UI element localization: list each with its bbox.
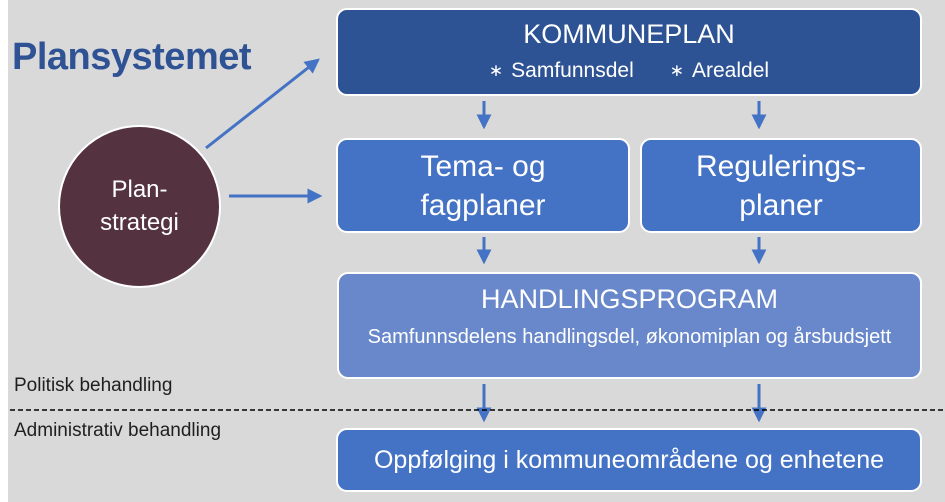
kommuneplan-item-label: Samfunnsdel <box>511 59 634 82</box>
kommuneplan-box: KOMMUNEPLAN ∗ Samfunnsdel ∗ Arealdel <box>336 8 922 96</box>
reguleringsplaner-box: Regulerings- planer <box>640 138 922 233</box>
oppfolging-label: Oppfølging i kommuneområdene og enhetene <box>373 445 885 474</box>
kommuneplan-item-label: Arealdel <box>692 59 770 82</box>
administrativ-behandling-label: Administrativ behandling <box>14 420 222 441</box>
oppfolging-box: Oppfølging i kommuneområdene og enhetene <box>336 428 922 492</box>
kommuneplan-title: KOMMUNEPLAN <box>523 19 735 49</box>
kommuneplan-items: ∗ Samfunnsdel ∗ Arealdel <box>489 59 769 83</box>
kommuneplan-item-arealdel: ∗ Arealdel <box>670 59 769 83</box>
tema-fagplaner-label-line1: Tema- og <box>420 149 546 183</box>
kommuneplan-item-samfunnsdel: ∗ Samfunnsdel <box>489 59 634 83</box>
planstrategi-label-line2: strategi <box>100 208 179 236</box>
politisk-behandling-label: Politisk behandling <box>14 375 173 396</box>
handlingsprogram-title: HANDLINGSPROGRAM <box>480 284 779 314</box>
asterisk-bullet-icon: ∗ <box>488 61 504 80</box>
handlingsprogram-box: HANDLINGSPROGRAM Samfunnsdelens handling… <box>337 272 922 379</box>
planstrategi-label-line1: Plan- <box>111 176 168 204</box>
tema-fagplaner-box: Tema- og fagplaner <box>336 138 630 233</box>
handlingsprogram-subtitle: Samfunnsdelens handlingsdel, økonomiplan… <box>367 326 892 348</box>
reguleringsplaner-label-line2: planer <box>739 188 823 222</box>
tema-fagplaner-label-line2: fagplaner <box>420 188 546 222</box>
left-margin-strip <box>0 0 8 502</box>
page-title: Plansystemet <box>12 36 252 78</box>
reguleringsplaner-label-line1: Regulerings- <box>695 149 867 183</box>
asterisk-bullet-icon: ∗ <box>669 61 684 80</box>
planstrategi-circle: Plan- strategi <box>58 125 221 288</box>
